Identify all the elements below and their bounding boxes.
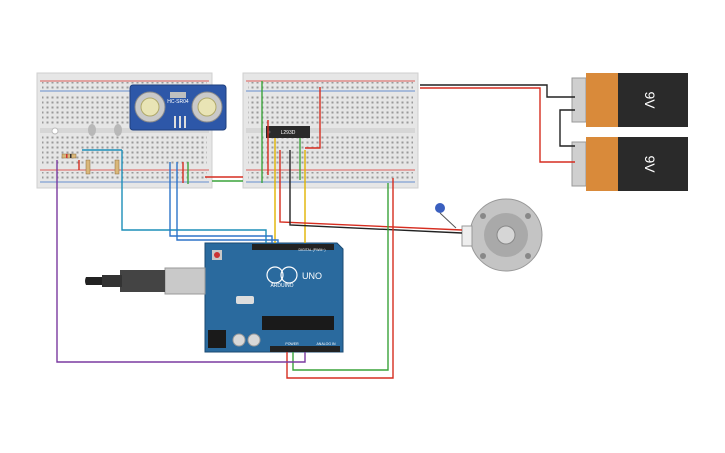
wires[interactable] [56,81,575,379]
ultrasonic-sensor[interactable]: HC-SR04 [129,84,227,131]
usb-cable[interactable] [85,267,206,295]
dc-motor[interactable] [461,198,543,272]
chip-label: L293D [281,130,296,136]
led-left[interactable] [51,124,122,136]
analog-header-label: ANALOG IN [316,342,336,346]
capacitor[interactable] [435,203,457,229]
arduino-uno[interactable]: ARDUINO UNO DIGITAL (PWM~) POWER ANALOG … [204,242,344,353]
digital-header-label: DIGITAL (PWM~) [298,248,325,252]
power-header-label: POWER [285,342,299,346]
sensor-label: HC-SR04 [167,99,189,105]
battery-bottom[interactable]: 9V [571,137,688,191]
arduino-brand: ARDUINO [270,283,293,289]
motor-driver-chip[interactable]: L293D [266,126,310,138]
battery-top-label: 9V [642,91,658,109]
resistors[interactable] [61,153,120,175]
battery-bottom-label: 9V [642,155,658,173]
arduino-model: UNO [302,271,322,281]
battery-top[interactable]: 9V [571,73,688,127]
